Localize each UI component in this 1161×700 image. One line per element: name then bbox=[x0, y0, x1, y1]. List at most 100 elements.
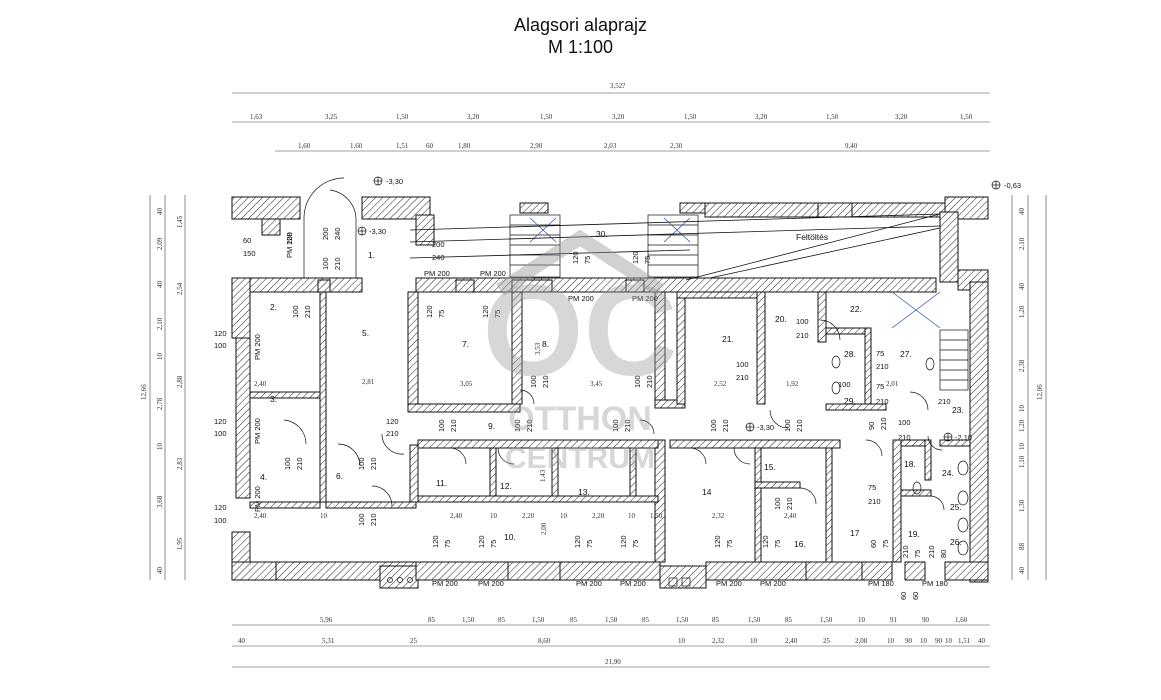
svg-text:2,83: 2,83 bbox=[176, 457, 184, 470]
title-line-1: Alagsori alaprajz bbox=[513, 15, 648, 35]
svg-text:210: 210 bbox=[303, 305, 312, 318]
svg-text:75: 75 bbox=[881, 540, 890, 548]
svg-text:100: 100 bbox=[773, 497, 782, 510]
svg-text:85: 85 bbox=[642, 616, 650, 624]
svg-text:2,40: 2,40 bbox=[254, 512, 267, 520]
svg-text:240: 240 bbox=[333, 227, 342, 240]
svg-text:210: 210 bbox=[386, 429, 399, 438]
top-dimensions bbox=[232, 92, 990, 152]
svg-text:210: 210 bbox=[879, 417, 888, 430]
svg-text:2,40: 2,40 bbox=[254, 380, 267, 388]
svg-text:1,80: 1,80 bbox=[458, 142, 471, 150]
svg-text:1,50: 1,50 bbox=[676, 616, 689, 624]
bottom-dimensions bbox=[232, 624, 990, 668]
fill-label: Feltöltés bbox=[796, 232, 828, 242]
svg-text:210: 210 bbox=[295, 457, 304, 470]
svg-text:240: 240 bbox=[432, 253, 445, 262]
room-23: 23. bbox=[952, 405, 964, 415]
svg-text:10: 10 bbox=[628, 512, 636, 520]
svg-text:1,63: 1,63 bbox=[250, 113, 263, 121]
room-17: 17 bbox=[850, 528, 860, 538]
svg-text:5,96: 5,96 bbox=[320, 616, 333, 624]
svg-text:100: 100 bbox=[321, 257, 330, 270]
pillars bbox=[317, 279, 645, 293]
opening-labels-vertical: PM 200 PM 200 PM 200 PM 200 128 200 240 … bbox=[253, 227, 948, 600]
dim-right-outer: 12,06 bbox=[1036, 384, 1044, 400]
svg-text:90: 90 bbox=[867, 422, 876, 430]
svg-text:2,10: 2,10 bbox=[156, 317, 164, 330]
room-19: 19. bbox=[908, 529, 920, 539]
svg-text:120: 120 bbox=[573, 535, 582, 548]
svg-text:210: 210 bbox=[333, 257, 342, 270]
svg-text:1,60: 1,60 bbox=[955, 616, 968, 624]
svg-text:2,88: 2,88 bbox=[176, 375, 184, 388]
svg-text:PM 200: PM 200 bbox=[760, 579, 786, 588]
svg-text:1,60: 1,60 bbox=[350, 142, 363, 150]
svg-text:40: 40 bbox=[1018, 208, 1026, 216]
svg-text:PM 200: PM 200 bbox=[632, 294, 658, 303]
top-row1-labels: 1,63 3,25 1,50 3,20 1,50 3,20 1,50 3,20 … bbox=[250, 113, 973, 121]
svg-text:120: 120 bbox=[386, 417, 399, 426]
room-12: 12. bbox=[500, 481, 512, 491]
svg-text:PM 200: PM 200 bbox=[432, 579, 458, 588]
svg-text:100: 100 bbox=[529, 375, 538, 388]
svg-text:100: 100 bbox=[611, 419, 620, 432]
svg-text:60: 60 bbox=[426, 142, 434, 150]
svg-text:60: 60 bbox=[899, 592, 908, 600]
svg-text:2,32: 2,32 bbox=[712, 512, 725, 520]
svg-text:120: 120 bbox=[431, 535, 440, 548]
svg-text:85: 85 bbox=[498, 616, 506, 624]
svg-text:2,00: 2,00 bbox=[540, 522, 548, 535]
svg-text:100: 100 bbox=[783, 419, 792, 432]
svg-text:3,20: 3,20 bbox=[467, 113, 480, 121]
interior-dimension-labels: 2,40 2,81 3,05 3,45 2,52 1,92 2,01 2,40 … bbox=[254, 342, 899, 535]
svg-text:85: 85 bbox=[428, 616, 436, 624]
bottom-row1-labels: 5,96 85 1,50 85 1,50 85 1,50 85 1,50 85 … bbox=[320, 616, 968, 624]
svg-text:120: 120 bbox=[214, 417, 227, 426]
svg-text:120: 120 bbox=[214, 503, 227, 512]
svg-text:PM 200: PM 200 bbox=[478, 579, 504, 588]
svg-text:1,50: 1,50 bbox=[960, 113, 973, 121]
svg-text:1,45: 1,45 bbox=[176, 215, 184, 228]
svg-text:1,51: 1,51 bbox=[958, 637, 971, 645]
room-30: 30. bbox=[596, 229, 608, 239]
svg-text:1,51: 1,51 bbox=[396, 142, 409, 150]
svg-text:40: 40 bbox=[238, 637, 246, 645]
svg-text:10: 10 bbox=[887, 637, 895, 645]
svg-text:10: 10 bbox=[1018, 405, 1026, 413]
dim-bottom-total: 21,90 bbox=[605, 658, 621, 666]
svg-text:75: 75 bbox=[876, 349, 884, 358]
svg-text:1,60: 1,60 bbox=[298, 142, 311, 150]
svg-text:150: 150 bbox=[243, 249, 256, 258]
svg-text:40: 40 bbox=[156, 208, 164, 216]
room-9: 9. bbox=[488, 421, 495, 431]
svg-text:10: 10 bbox=[858, 616, 866, 624]
svg-text:2,20: 2,20 bbox=[592, 512, 605, 520]
svg-text:75: 75 bbox=[489, 540, 498, 548]
svg-text:210: 210 bbox=[525, 419, 534, 432]
interior-walls bbox=[249, 279, 971, 563]
room-16: 16. bbox=[794, 539, 806, 549]
svg-text:1,50: 1,50 bbox=[396, 113, 409, 121]
svg-text:2,38: 2,38 bbox=[1018, 359, 1026, 372]
svg-text:75: 75 bbox=[585, 540, 594, 548]
svg-text:100: 100 bbox=[736, 360, 749, 369]
svg-text:2,09: 2,09 bbox=[156, 237, 164, 250]
page-title: Alagsori alaprajz M 1:100 bbox=[0, 14, 1161, 58]
svg-text:75: 75 bbox=[437, 310, 446, 318]
room-3: 3. bbox=[270, 394, 277, 404]
svg-text:60: 60 bbox=[869, 540, 878, 548]
svg-text:120: 120 bbox=[571, 251, 580, 264]
svg-text:210: 210 bbox=[785, 497, 794, 510]
svg-text:2,40: 2,40 bbox=[450, 512, 463, 520]
svg-text:100: 100 bbox=[633, 375, 642, 388]
svg-text:3,25: 3,25 bbox=[325, 113, 338, 121]
svg-text:100: 100 bbox=[513, 419, 522, 432]
svg-text:2,54: 2,54 bbox=[176, 282, 184, 295]
svg-text:PM 200: PM 200 bbox=[424, 269, 450, 278]
svg-text:75: 75 bbox=[913, 550, 922, 558]
svg-text:120: 120 bbox=[481, 305, 490, 318]
room-14: 14 bbox=[702, 487, 712, 497]
doors bbox=[283, 177, 945, 511]
svg-text:200: 200 bbox=[321, 227, 330, 240]
